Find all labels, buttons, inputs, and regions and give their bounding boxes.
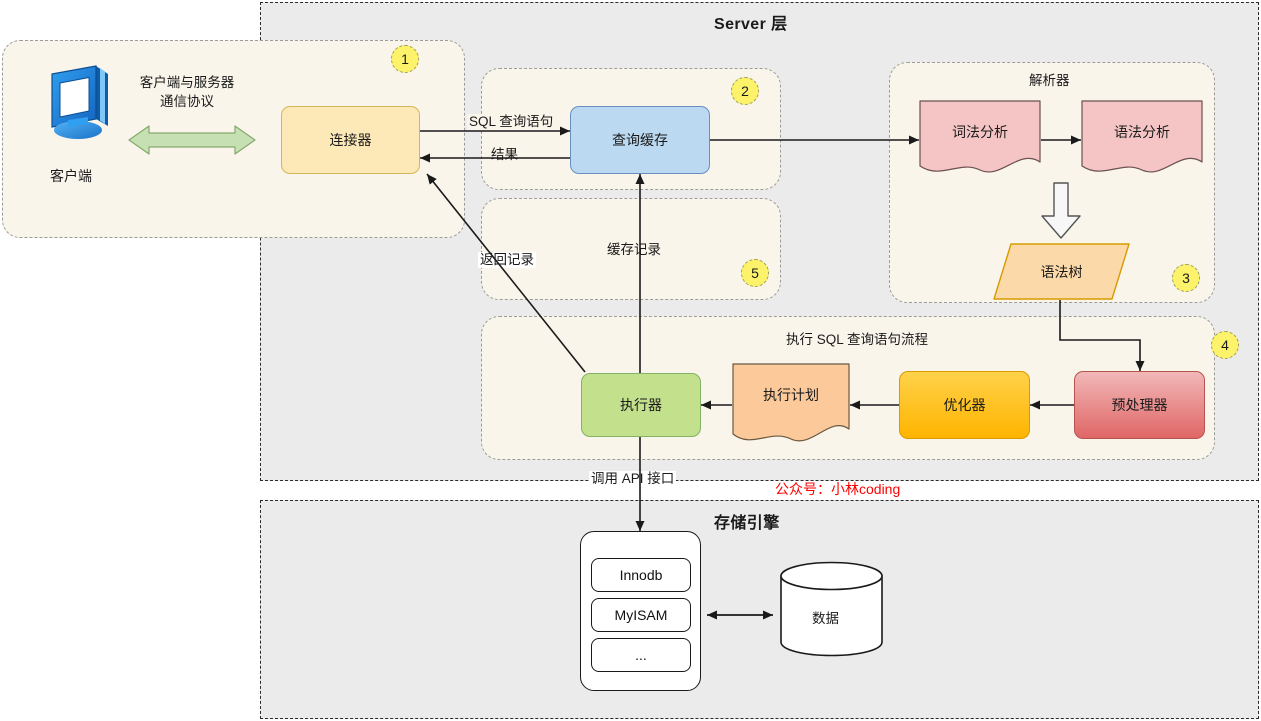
- api-call-label: 调用 API 接口: [589, 471, 677, 487]
- optimizer-node[interactable]: 优化器: [899, 371, 1030, 439]
- badge-2: 2: [731, 77, 759, 105]
- badge-5: 5: [741, 259, 769, 287]
- syntax-analysis-label: 语法分析: [1114, 124, 1170, 140]
- executor-node[interactable]: 执行器: [581, 373, 701, 437]
- badge-1: 1: [391, 45, 419, 73]
- server-layer-title: Server 层: [714, 16, 788, 33]
- badge-3: 3: [1172, 264, 1200, 292]
- protocol-label-line1: 客户端与服务器: [120, 75, 254, 91]
- engine-item-other[interactable]: ...: [591, 638, 691, 672]
- monitor-icon: [44, 62, 118, 142]
- watermark-text: 公众号：小林coding: [775, 481, 901, 497]
- badge-4: 4: [1211, 331, 1239, 359]
- database-cylinder-icon: [779, 561, 884, 657]
- result-label: 结果: [489, 147, 520, 163]
- engine-item-innodb[interactable]: Innodb: [591, 558, 691, 592]
- protocol-label-line2: 通信协议: [120, 94, 254, 110]
- sql-query-label: SQL 查询语句: [467, 114, 556, 130]
- storage-layer-title: 存储引擎: [714, 515, 780, 532]
- storage-layer-container: [260, 500, 1259, 719]
- exec-flow-title: 执行 SQL 查询语句流程: [786, 332, 929, 347]
- syntax-tree-node[interactable]: 语法树: [993, 243, 1130, 300]
- lexical-analysis-doc[interactable]: 词法分析: [919, 100, 1041, 178]
- preprocessor-node[interactable]: 预处理器: [1074, 371, 1205, 439]
- client-label: 客户端: [48, 168, 94, 185]
- protocol-double-arrow-icon: [127, 122, 257, 158]
- engine-item-myisam[interactable]: MyISAM: [591, 598, 691, 632]
- connector-node[interactable]: 连接器: [281, 106, 420, 174]
- return-record-label: 返回记录: [478, 252, 536, 268]
- syntax-tree-label: 语法树: [1040, 263, 1083, 280]
- block-arrow-down-icon: [1040, 182, 1082, 240]
- execution-plan-doc[interactable]: 执行计划: [732, 363, 850, 448]
- syntax-analysis-doc[interactable]: 语法分析: [1081, 100, 1203, 178]
- data-label: 数据: [812, 611, 839, 626]
- parser-group-title: 解析器: [1029, 73, 1070, 88]
- query-cache-node[interactable]: 查询缓存: [570, 106, 710, 174]
- execution-plan-label: 执行计划: [763, 387, 819, 403]
- cache-record-title: 缓存记录: [605, 242, 663, 258]
- lexical-analysis-label: 词法分析: [952, 124, 1008, 140]
